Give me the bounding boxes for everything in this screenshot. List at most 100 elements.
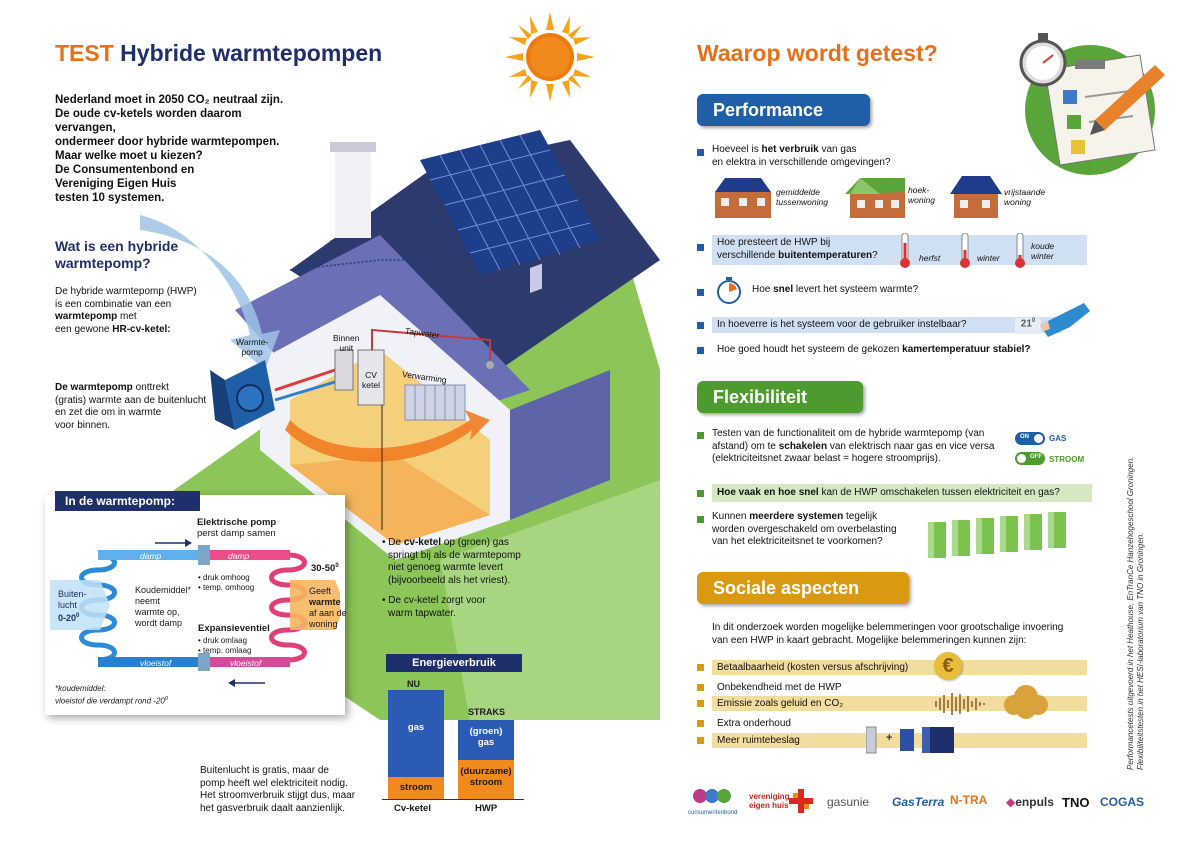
temp-sup: 0	[335, 563, 339, 569]
bar-nu-gas: gas	[388, 690, 444, 777]
geeft-warmte-label: Geeft warmte af aan de woning	[309, 586, 347, 630]
flex-question-2: Hoe vaak en hoe snel kan de HWP omschake…	[717, 487, 1060, 500]
label-line: woning	[1004, 197, 1031, 207]
bold-text: snel	[773, 284, 794, 295]
bar-hwp-stroom: (duurzame) stroom	[458, 760, 514, 799]
text-line: voor binnen.	[55, 419, 111, 431]
sound-wave-icon	[935, 693, 985, 715]
energy-label-cv-ketel: Cv-ketel	[394, 803, 431, 814]
text-line: het gasverbruik daalt aanzienlijk.	[200, 802, 346, 814]
text-span: Hoe goed houdt het systeem de gekozen	[717, 344, 903, 355]
units-ruimte-icon	[866, 726, 954, 754]
bullet	[697, 347, 704, 354]
label-warmtepomp: Warmte- pomp	[236, 337, 268, 357]
label-line: perst damp samen	[197, 528, 276, 539]
label-line: Geeft	[309, 586, 332, 596]
logo-tno: TNO	[1062, 795, 1090, 810]
thermostat-sup: 0	[1031, 318, 1036, 324]
energieverbruik-header: Energieverbruik	[386, 654, 522, 672]
label-line: Elektrische pomp	[197, 517, 277, 528]
section-pill-performance: Performance	[697, 94, 870, 126]
text-line: (gratis) warmte aan de buitenlucht	[55, 394, 207, 406]
label-koude-winter: koude winter	[1031, 241, 1054, 261]
hand-pointer-icon	[1040, 303, 1090, 337]
text-span: Hoe	[752, 284, 774, 295]
emission-cloud-icon	[1004, 685, 1048, 719]
label-line: • druk omlaag	[198, 636, 248, 645]
highlight-band	[712, 484, 1092, 502]
bold-text: cv-ketel	[403, 537, 442, 548]
header-text: Energieverbruik	[412, 657, 496, 669]
header-text: In de warmtepomp:	[65, 494, 176, 508]
label-line: pomp	[241, 347, 263, 357]
highlight-band	[712, 317, 1062, 333]
intro-line: testen 10 systemen.	[55, 192, 165, 204]
text-line: (bijvoorbeeld als het vriest).	[388, 574, 511, 586]
euro-symbol: €	[942, 655, 954, 677]
heading-line: Wat is een hybride	[55, 238, 179, 254]
toggle-stroom[interactable]: OFF	[1015, 452, 1045, 465]
warmtepomp-paragraph: De warmtepomp onttrekt (gratis) warmte a…	[55, 382, 235, 432]
clipboard-stopwatch-icon	[1019, 33, 1165, 175]
energy-baseline	[382, 799, 524, 800]
sociale-item-2: Onbekendheid met de HWP	[717, 682, 842, 693]
logo-text: enpuls	[1015, 795, 1054, 809]
bullet	[697, 149, 704, 156]
label-line: CV	[365, 370, 377, 380]
bar-nu-stroom: stroom	[388, 777, 444, 799]
energy-label-hwp: HWP	[475, 803, 498, 814]
text-span: • De	[382, 537, 404, 548]
house-vrijstaand-icon	[950, 176, 1002, 218]
pill-text: Flexibiliteit	[713, 387, 808, 407]
note-line: Flexibiliteitstesten in het HESI-laborat…	[1136, 532, 1145, 770]
toggle-gas[interactable]: ON	[1015, 432, 1045, 445]
in-de-warmtepomp-header: In de warmtepomp:	[55, 491, 200, 511]
text-line: De hybride warmtepomp (HWP)	[55, 286, 197, 297]
bold-text: meerdere systemen	[749, 511, 844, 522]
label-line: • temp. omlaag	[198, 645, 252, 655]
logo-enpuls: ◆enpuls	[1006, 795, 1054, 809]
perf-question-5: Hoe goed houdt het systeem de gekozen ka…	[717, 344, 1031, 357]
label-line: Buiten-	[58, 589, 87, 599]
highlight-band	[712, 660, 1087, 675]
thermostat-display: 210	[1015, 318, 1041, 334]
title-test: TEST	[55, 40, 114, 66]
text-line: warmtepomp met	[55, 311, 235, 324]
toggle-state: OFF	[1030, 454, 1042, 460]
bar-hwp-gas: (groen) gas	[458, 720, 514, 760]
intro-line: De Consumentenbond en	[55, 164, 195, 176]
text-line: en zet die om in warmte	[55, 407, 162, 418]
label-tussenwoning: gemiddelde tussenwoning	[776, 187, 828, 207]
label-line: warmte op,	[135, 607, 180, 617]
label-line: Warmte-	[236, 337, 269, 347]
text-span: van elektrisch naar gas en vice versa	[827, 440, 995, 452]
text-span: op (groen) gas	[441, 537, 509, 548]
bar-label: stroom	[469, 777, 503, 788]
sociale-item-1: Betaalbaarheid (kosten versus afschrijvi…	[717, 662, 909, 673]
stopwatch-icon	[717, 277, 741, 304]
bottom-note: Buitenlucht is gratis, maar de pomp heef…	[200, 765, 380, 815]
text-line: is een combinatie van een	[55, 298, 172, 310]
text-line: van het elektriciteitsnet te voorkomen?	[712, 536, 883, 547]
label-line: Koudemiddel*	[135, 585, 192, 595]
text-line: De warmtepomp onttrekt	[55, 382, 235, 395]
bar-label: stroom	[399, 782, 433, 793]
text-span: van gas	[818, 144, 857, 155]
logo-ntra: N-TRA	[950, 793, 988, 807]
consumentenbond-icon	[693, 789, 731, 803]
elek-pomp-label: Elektrische pomp perst damp samen	[197, 517, 276, 539]
sociale-item-4: Extra onderhoud	[717, 718, 791, 729]
sociale-item-5: Meer ruimtebeslag	[717, 735, 800, 746]
label-line: gemiddelde	[776, 187, 820, 197]
text-line: Hoe presteert de HWP bij	[717, 237, 831, 248]
thermometer-icon	[900, 233, 910, 268]
label-herfst: herfst	[919, 253, 941, 263]
bullet	[697, 720, 704, 727]
footnote-line: *koudemiddel:	[55, 684, 106, 693]
highlight-band	[712, 733, 1087, 748]
bar-label: gas	[407, 722, 425, 733]
text-line: (elektriciteitsnet zwaar belast = hogere…	[712, 453, 941, 464]
side-note: Performancetests uitgevoerd in het Heath…	[1126, 430, 1146, 770]
sociale-item-3: Emissie zoals geluid en CO₂	[717, 698, 844, 709]
label-line: koude	[1031, 241, 1055, 251]
